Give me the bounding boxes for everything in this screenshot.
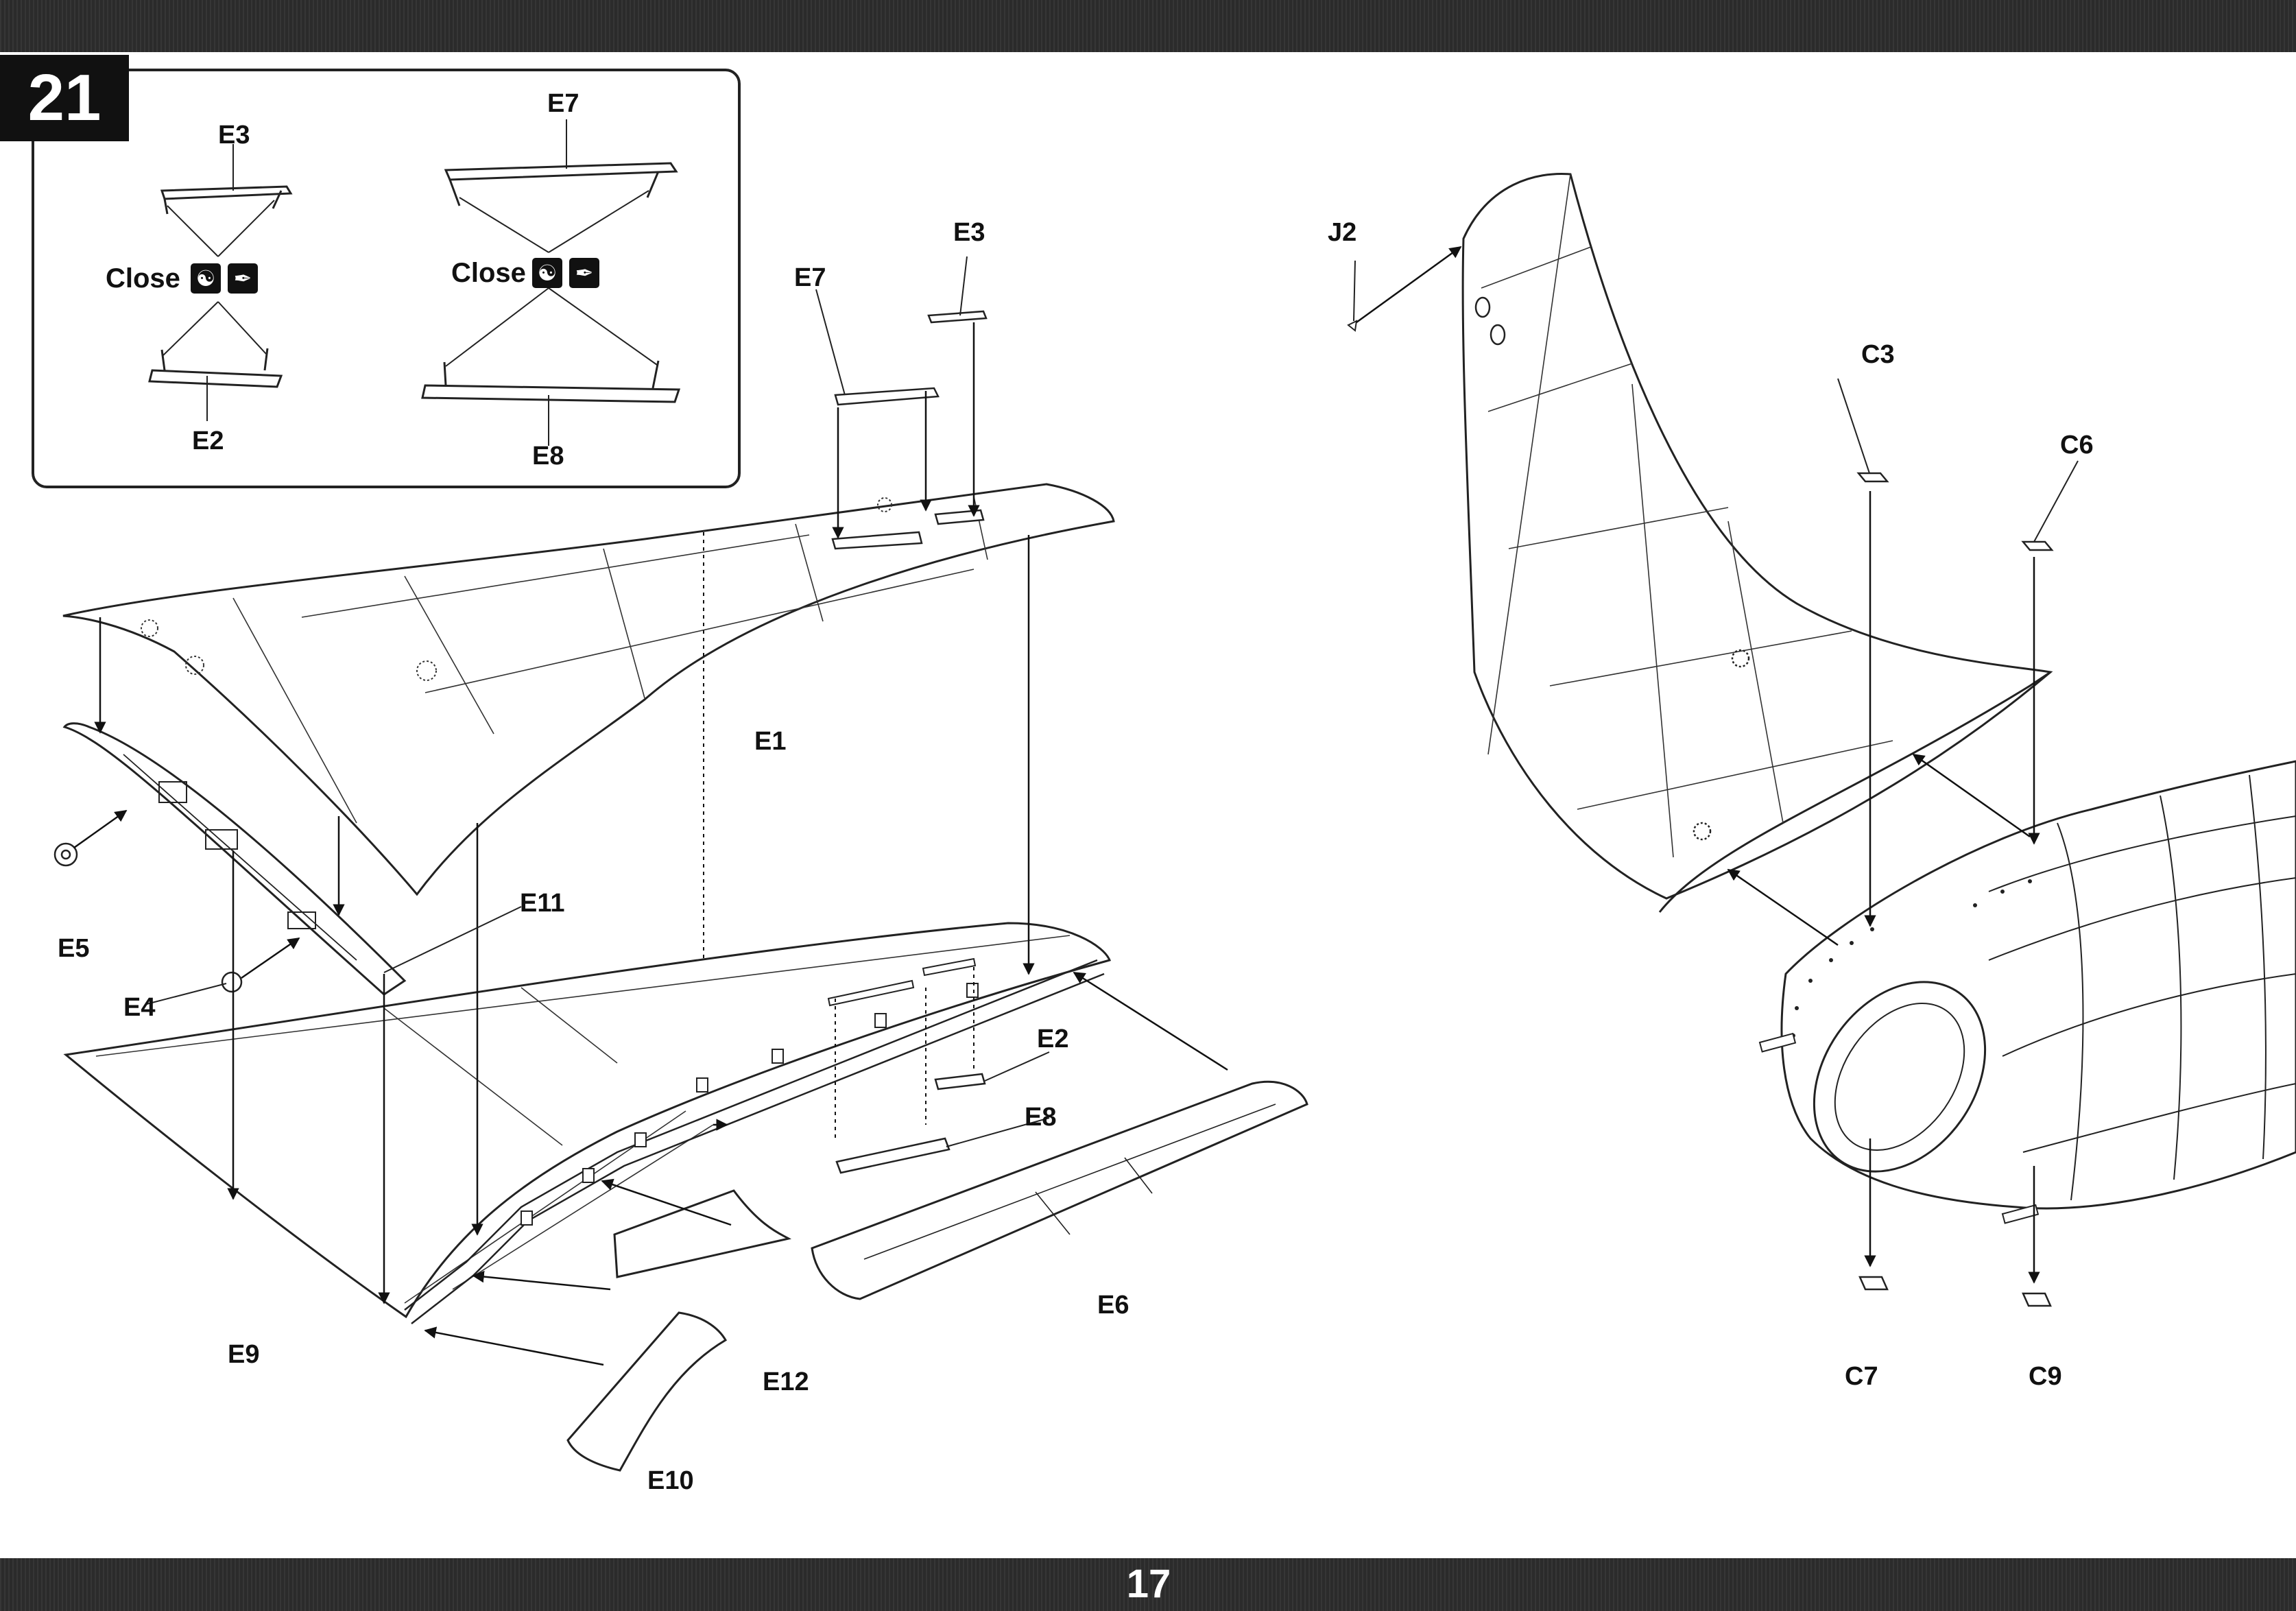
part-e3-main bbox=[927, 310, 988, 324]
assembly-arrows bbox=[73, 246, 2040, 1366]
top-border-band bbox=[0, 0, 2296, 52]
upper-wing-access-holes bbox=[141, 497, 892, 681]
inset-part-e7 bbox=[444, 162, 678, 206]
inset-connection-lines bbox=[163, 190, 658, 367]
bottom-border-band bbox=[0, 1558, 2296, 1611]
label-e8: E8 bbox=[1025, 1103, 1057, 1132]
panel-e12 bbox=[613, 1189, 791, 1278]
lower-wing-panel-e9 bbox=[63, 922, 1112, 1319]
panel-e10 bbox=[566, 1311, 728, 1472]
exhaust-stubs bbox=[1758, 1032, 2040, 1224]
label-e6: E6 bbox=[1097, 1291, 1129, 1320]
dashed-guide-lines bbox=[703, 532, 974, 1138]
label-e5: E5 bbox=[58, 934, 90, 963]
label-j2: J2 bbox=[1328, 218, 1357, 247]
part-e8-main bbox=[835, 1137, 950, 1174]
tail-fin-panel-lines bbox=[1481, 174, 1893, 858]
label-e7: E7 bbox=[794, 263, 826, 292]
label-e9: E9 bbox=[228, 1340, 260, 1369]
inset-part-e3 bbox=[160, 185, 293, 215]
label-e3: E3 bbox=[953, 218, 985, 247]
close-label-left: Close bbox=[106, 263, 180, 294]
part-c7 bbox=[1858, 1276, 1889, 1291]
label-c3: C3 bbox=[1861, 340, 1895, 369]
label-e4: E4 bbox=[123, 993, 156, 1022]
part-c3 bbox=[1856, 472, 1889, 483]
spar-e11 bbox=[404, 959, 1105, 1324]
part-e7-main bbox=[834, 387, 940, 406]
inset-label-e2: E2 bbox=[192, 427, 224, 455]
engine-nacelle-assembly bbox=[1780, 760, 2296, 1210]
close-label-right: Close bbox=[451, 258, 526, 288]
inset-part-e8 bbox=[421, 360, 681, 403]
inset-label-e7: E7 bbox=[547, 89, 579, 118]
glue-icon: ☯ bbox=[191, 263, 221, 294]
label-c9: C9 bbox=[2029, 1362, 2062, 1391]
tail-fin-panel bbox=[1461, 173, 2053, 913]
inset-label-e3: E3 bbox=[218, 121, 250, 150]
slot-recesses-lower bbox=[827, 957, 977, 1007]
inset-label-e8: E8 bbox=[532, 442, 564, 470]
part-j2 bbox=[1347, 320, 1358, 332]
wing-rib-e4 bbox=[62, 722, 407, 996]
label-c6: C6 bbox=[2060, 431, 2094, 460]
inset-panel bbox=[32, 69, 741, 488]
part-e2-main bbox=[934, 1073, 986, 1090]
part-e4-bushing bbox=[221, 971, 243, 993]
leader-lines bbox=[146, 256, 2079, 1147]
part-c6 bbox=[2021, 540, 2054, 551]
label-e1: E1 bbox=[754, 727, 787, 756]
nacelle-rivets bbox=[1791, 879, 2032, 1038]
upper-wing-panel-e1 bbox=[62, 483, 1115, 896]
slot-recesses-upper bbox=[831, 509, 985, 550]
tail-fin-holes bbox=[1474, 296, 1750, 841]
flap-e6 bbox=[811, 1080, 1308, 1300]
sanding-icon: ✒ bbox=[569, 258, 599, 288]
glue-icon: ☯ bbox=[532, 258, 562, 288]
label-e12: E12 bbox=[763, 1368, 809, 1396]
label-e10: E10 bbox=[647, 1466, 694, 1495]
label-e2: E2 bbox=[1037, 1025, 1069, 1053]
label-c7: C7 bbox=[1845, 1362, 1878, 1391]
lower-wing-fittings bbox=[521, 983, 979, 1226]
part-e5 bbox=[53, 842, 78, 867]
page-number: 17 bbox=[1126, 1562, 1171, 1606]
sanding-icon: ✒ bbox=[228, 263, 258, 294]
step-number-badge: 21 bbox=[0, 55, 129, 141]
part-c9 bbox=[2022, 1292, 2052, 1307]
inset-leader-lines bbox=[206, 119, 567, 446]
inset-part-e2 bbox=[148, 348, 283, 388]
label-e11: E11 bbox=[520, 889, 565, 918]
